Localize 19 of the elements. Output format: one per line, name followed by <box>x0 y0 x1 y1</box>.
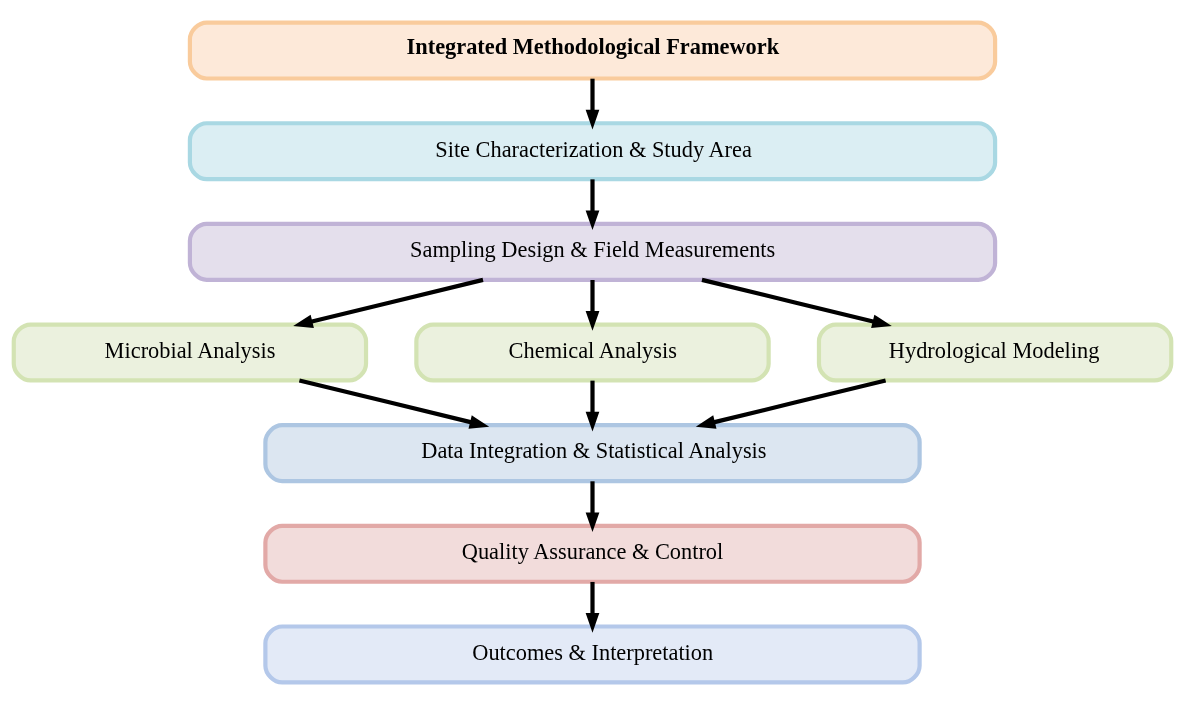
arrow <box>585 179 600 231</box>
node-box: Chemical Analysis <box>414 322 771 383</box>
node-box: Sampling Design & Field Measurements <box>187 221 998 282</box>
arrow <box>585 78 600 130</box>
arrow <box>695 378 887 429</box>
node-box: Integrated Methodological Framework <box>187 20 998 81</box>
node-box: Data Integration & Statistical Analysis <box>263 423 922 484</box>
arrow <box>293 277 484 329</box>
node-box: Hydrological Modeling <box>816 322 1174 383</box>
node-box: Microbial Analysis <box>11 322 369 383</box>
node-box: Site Characterization & Study Area <box>187 121 998 182</box>
arrow <box>585 581 600 633</box>
arrow <box>298 378 490 429</box>
node-box: Quality Assurance & Control <box>263 523 922 584</box>
arrow <box>701 277 892 329</box>
node-box: Outcomes & Interpretation <box>263 624 922 685</box>
arrow <box>585 481 600 533</box>
arrow <box>585 380 600 432</box>
arrow <box>585 280 600 331</box>
